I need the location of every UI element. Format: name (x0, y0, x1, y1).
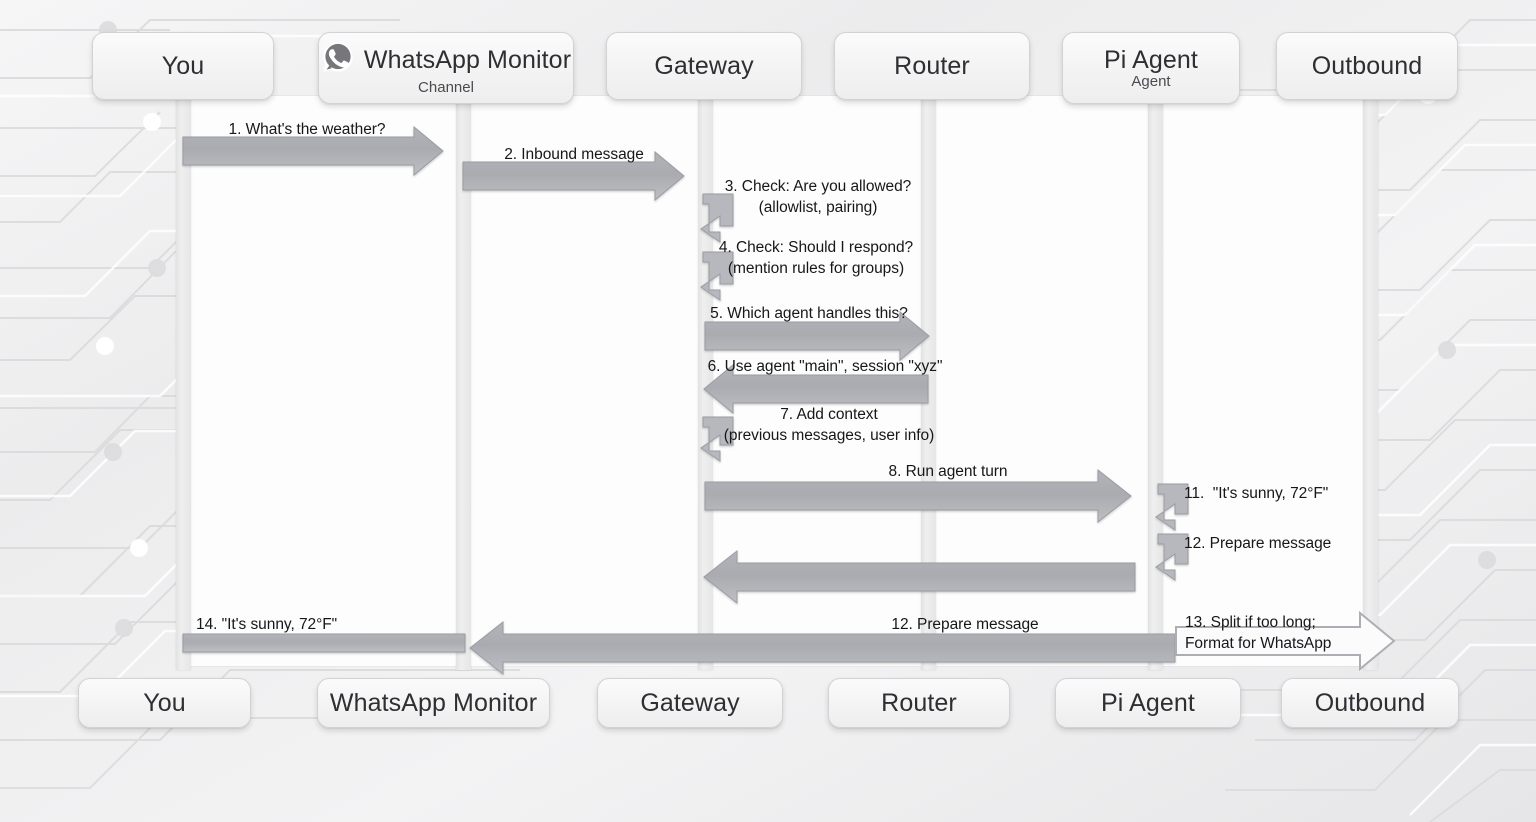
participant-name: Outbound (1314, 688, 1426, 717)
participant-footer-router[interactable]: Router (828, 678, 1010, 728)
participant-footer-outbound[interactable]: Outbound (1281, 678, 1459, 728)
participant-name: Outbound (1311, 51, 1423, 80)
participant-name: You (161, 51, 205, 80)
message-label-12-self: 12. Prepare message (1184, 535, 1332, 552)
arrow-5 (704, 310, 930, 362)
message-label-13: 13. Split if too long; Format for WhatsA… (1185, 614, 1332, 653)
participant-name: Gateway (654, 51, 754, 80)
participant-name: Gateway (640, 688, 740, 717)
participant-footer-piagent[interactable]: Pi Agent (1055, 678, 1241, 728)
participant-footer-gateway[interactable]: Gateway (597, 678, 783, 728)
participant-footer-you[interactable]: You (78, 678, 251, 728)
participant-name: You (143, 688, 186, 717)
participant-header-outbound[interactable]: Outbound (1276, 32, 1458, 100)
lifeline-outbound (1363, 98, 1378, 670)
lifeline-gateway (698, 98, 713, 670)
message-label-2: 2. Inbound message (504, 146, 644, 163)
arrow-7-self (700, 416, 734, 462)
message-label-3: 3. Check: Are you allowed? (allowlist, p… (724, 178, 912, 217)
arrow-6 (703, 363, 929, 415)
arrow-8 (704, 468, 1132, 524)
lifeline-piagent (1148, 98, 1163, 670)
arrow-14 (182, 633, 466, 653)
participant-footer-whatsapp[interactable]: WhatsApp Monitor (317, 678, 550, 728)
lifeline-you (176, 98, 191, 670)
lifeline-whatsapp (456, 98, 471, 670)
participant-name: Router (881, 688, 957, 717)
participant-header-router[interactable]: Router (834, 32, 1030, 100)
message-label-5: 5. Which agent handles this? (710, 305, 908, 322)
arrow-12-self (1155, 533, 1189, 581)
participant-name: Router (894, 51, 970, 80)
message-label-6: 6. Use agent "main", session "xyz" (707, 358, 943, 375)
participant-name: WhatsApp Monitor (363, 45, 572, 74)
participant-header-gateway[interactable]: Gateway (606, 32, 802, 100)
arrow-11-self (1155, 483, 1189, 531)
message-label-8: 8. Run agent turn (888, 463, 1008, 480)
message-label-7: 7. Add context (previous messages, user … (723, 406, 935, 445)
arrow-1 (182, 125, 444, 177)
participant-stereotype: Agent (1131, 72, 1171, 90)
arrow-12-return (469, 620, 1176, 676)
message-label-1: 1. What's the weather? (228, 121, 386, 138)
arrow-3-self (700, 193, 734, 243)
participant-stereotype: Channel (418, 79, 474, 97)
arrow-return-piagent-gateway (703, 549, 1136, 605)
message-label-11: 11. "It's sunny, 72°F" (1184, 485, 1329, 502)
participant-name: Pi Agent (1101, 688, 1195, 717)
participant-name: Pi Agent (1104, 45, 1198, 74)
participant-header-piagent[interactable]: Pi Agent Agent (1062, 32, 1240, 104)
message-label-4: 4. Check: Should I respond? (mention rul… (718, 239, 914, 278)
message-label-14: 14. "It's sunny, 72°F" (196, 616, 338, 633)
arrow-13-hollow (1175, 610, 1396, 672)
participant-header-you[interactable]: You (92, 32, 274, 100)
participant-header-whatsapp[interactable]: WhatsApp Monitor Channel (318, 32, 574, 104)
participant-name: WhatsApp Monitor (329, 688, 538, 717)
whatsapp-icon (321, 40, 355, 79)
message-label-12-return: 12. Prepare message (891, 616, 1039, 633)
arrow-2 (462, 150, 685, 202)
arrow-4-self (700, 251, 734, 301)
